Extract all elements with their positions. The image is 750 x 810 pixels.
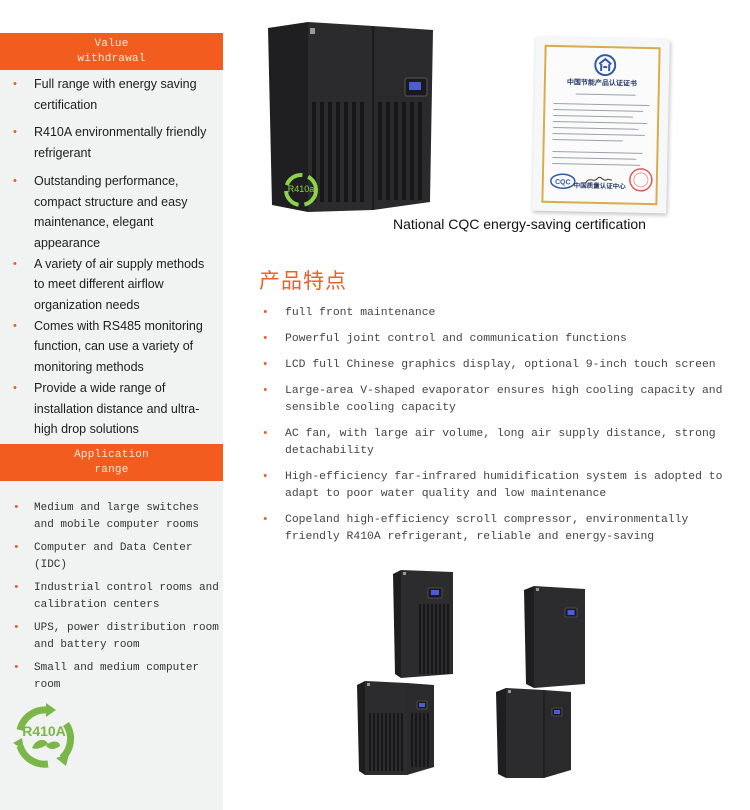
cqc-logo-icon: CQC — [550, 173, 576, 189]
advantage-item: • Comes with RS485 monitoring function, c… — [0, 316, 223, 378]
application-header-line1: Application — [74, 448, 149, 461]
feature-item: • Large-area V-shaped evaporator ensures … — [259, 383, 749, 417]
bullet-icon: • — [13, 621, 20, 634]
advantage-text: Provide a wide range of installation dis… — [34, 380, 200, 437]
precision-ac-unit-image: R410a — [268, 22, 433, 212]
certificate-issuer: 中国质量认证中心 — [573, 182, 626, 191]
product-unit-tall-solid-image — [524, 586, 585, 688]
bullet-icon: • — [262, 333, 269, 345]
bullet-icon: • — [262, 359, 269, 371]
product-unit-wide-solid-image — [496, 688, 571, 778]
application-header-line2: range — [94, 463, 129, 476]
features-list: • full front maintenance • Powerful joint … — [259, 305, 749, 555]
advantages-header-line1: Value — [94, 38, 129, 50]
application-text: Small and medium computer room — [34, 661, 200, 691]
bullet-icon: • — [262, 428, 269, 440]
advantages-header-line2: withdrawal — [77, 53, 146, 65]
r410a-recycle-icon: R410A — [13, 703, 75, 768]
cqc-certificate-image: 中国节能产品认证证书 CQC 中国质量认证中心 — [532, 36, 670, 214]
feature-text: Large-area V-shaped evaporator ensures h… — [285, 385, 723, 414]
application-item: • Small and medium computer room — [0, 660, 223, 694]
features-title: 产品特点 — [259, 269, 347, 293]
advantage-item: • R410A environmentally friendly refriger… — [0, 122, 223, 163]
advantage-text: R410A environmentally friendly refrigera… — [34, 125, 207, 161]
advantage-item: • Provide a wide range of installation di… — [0, 378, 223, 440]
bullet-icon: • — [13, 541, 20, 554]
feature-text: Powerful joint control and communication… — [285, 333, 627, 345]
bullet-icon: • — [13, 661, 20, 674]
certification-caption: National CQC energy-saving certification — [393, 216, 646, 232]
signature-icon — [585, 176, 612, 183]
application-text: Computer and Data Center (IDC) — [34, 541, 193, 571]
bullet-icon: • — [13, 78, 17, 90]
feature-item: • Powerful joint control and communicatio… — [259, 331, 749, 348]
bullet-icon: • — [13, 501, 20, 514]
bullet-icon: • — [13, 581, 20, 594]
application-item: • Computer and Data Center (IDC) — [0, 540, 223, 574]
advantage-text: A variety of air supply methods to meet … — [34, 256, 205, 313]
application-text: Medium and large switches and mobile com… — [34, 501, 200, 531]
advantage-item: • Full range with energy saving certifica… — [0, 74, 223, 115]
bullet-icon: • — [262, 514, 269, 526]
bullet-icon: • — [13, 257, 17, 270]
advantage-text: Outstanding performance, compact structu… — [34, 173, 188, 250]
certificate-emblem-icon — [594, 54, 617, 77]
feature-item: • full front maintenance — [259, 305, 749, 322]
feature-text: High-efficiency far-infrared humidificat… — [285, 471, 723, 500]
bullet-icon: • — [13, 174, 17, 187]
feature-item: • High-efficiency far-infrared humidifica… — [259, 469, 749, 503]
feature-item: • LCD full Chinese graphics display, opti… — [259, 357, 749, 374]
feature-text: LCD full Chinese graphics display, optio… — [285, 359, 716, 371]
application-item: • UPS, power distribution room and batter… — [0, 620, 223, 654]
certificate-title: 中国节能产品认证证书 — [566, 79, 637, 88]
feature-text: AC fan, with large air volume, long air … — [285, 428, 716, 457]
bullet-icon: • — [262, 307, 269, 319]
application-item: • Medium and large switches and mobile co… — [0, 500, 223, 534]
svg-text:CQC: CQC — [555, 179, 571, 186]
bullet-icon: • — [13, 381, 17, 394]
application-item: • Industrial control rooms and calibratio… — [0, 580, 223, 614]
application-text: Industrial control rooms and calibration… — [34, 581, 219, 611]
advantage-item: • Outstanding performance, compact struct… — [0, 171, 223, 254]
advantage-item: • A variety of air supply methods to meet… — [0, 254, 223, 316]
r410a-recycle-icon: R410a — [284, 173, 318, 207]
bullet-icon: • — [262, 385, 269, 397]
application-text: UPS, power distribution room and battery… — [34, 621, 219, 651]
application-header: Application range — [0, 443, 223, 481]
product-unit-wide-vented-image — [357, 681, 434, 775]
sidebar: Value withdrawal • Full range with energy… — [0, 33, 223, 810]
unit-badge-label: R410a — [288, 184, 315, 194]
product-unit-tall-vented-image — [393, 570, 453, 678]
badge-label: R410A — [22, 723, 66, 739]
official-seal-icon — [629, 168, 653, 192]
advantage-text: Full range with energy saving certificat… — [34, 77, 197, 112]
bullet-icon: • — [13, 126, 17, 139]
advantages-list: • Full range with energy saving certifica… — [0, 70, 223, 440]
advantage-text: Comes with RS485 monitoring function, ca… — [34, 318, 203, 375]
feature-item: • AC fan, with large air volume, long air… — [259, 426, 749, 460]
applications-list: • Medium and large switches and mobile co… — [0, 481, 223, 694]
feature-text: full front maintenance — [285, 307, 436, 319]
bullet-icon: • — [262, 471, 269, 483]
feature-text: Copeland high-efficiency scroll compress… — [285, 514, 689, 543]
bullet-icon: • — [13, 319, 17, 332]
advantages-header: Value withdrawal — [0, 33, 223, 70]
feature-item: • Copeland high-efficiency scroll compres… — [259, 512, 749, 546]
